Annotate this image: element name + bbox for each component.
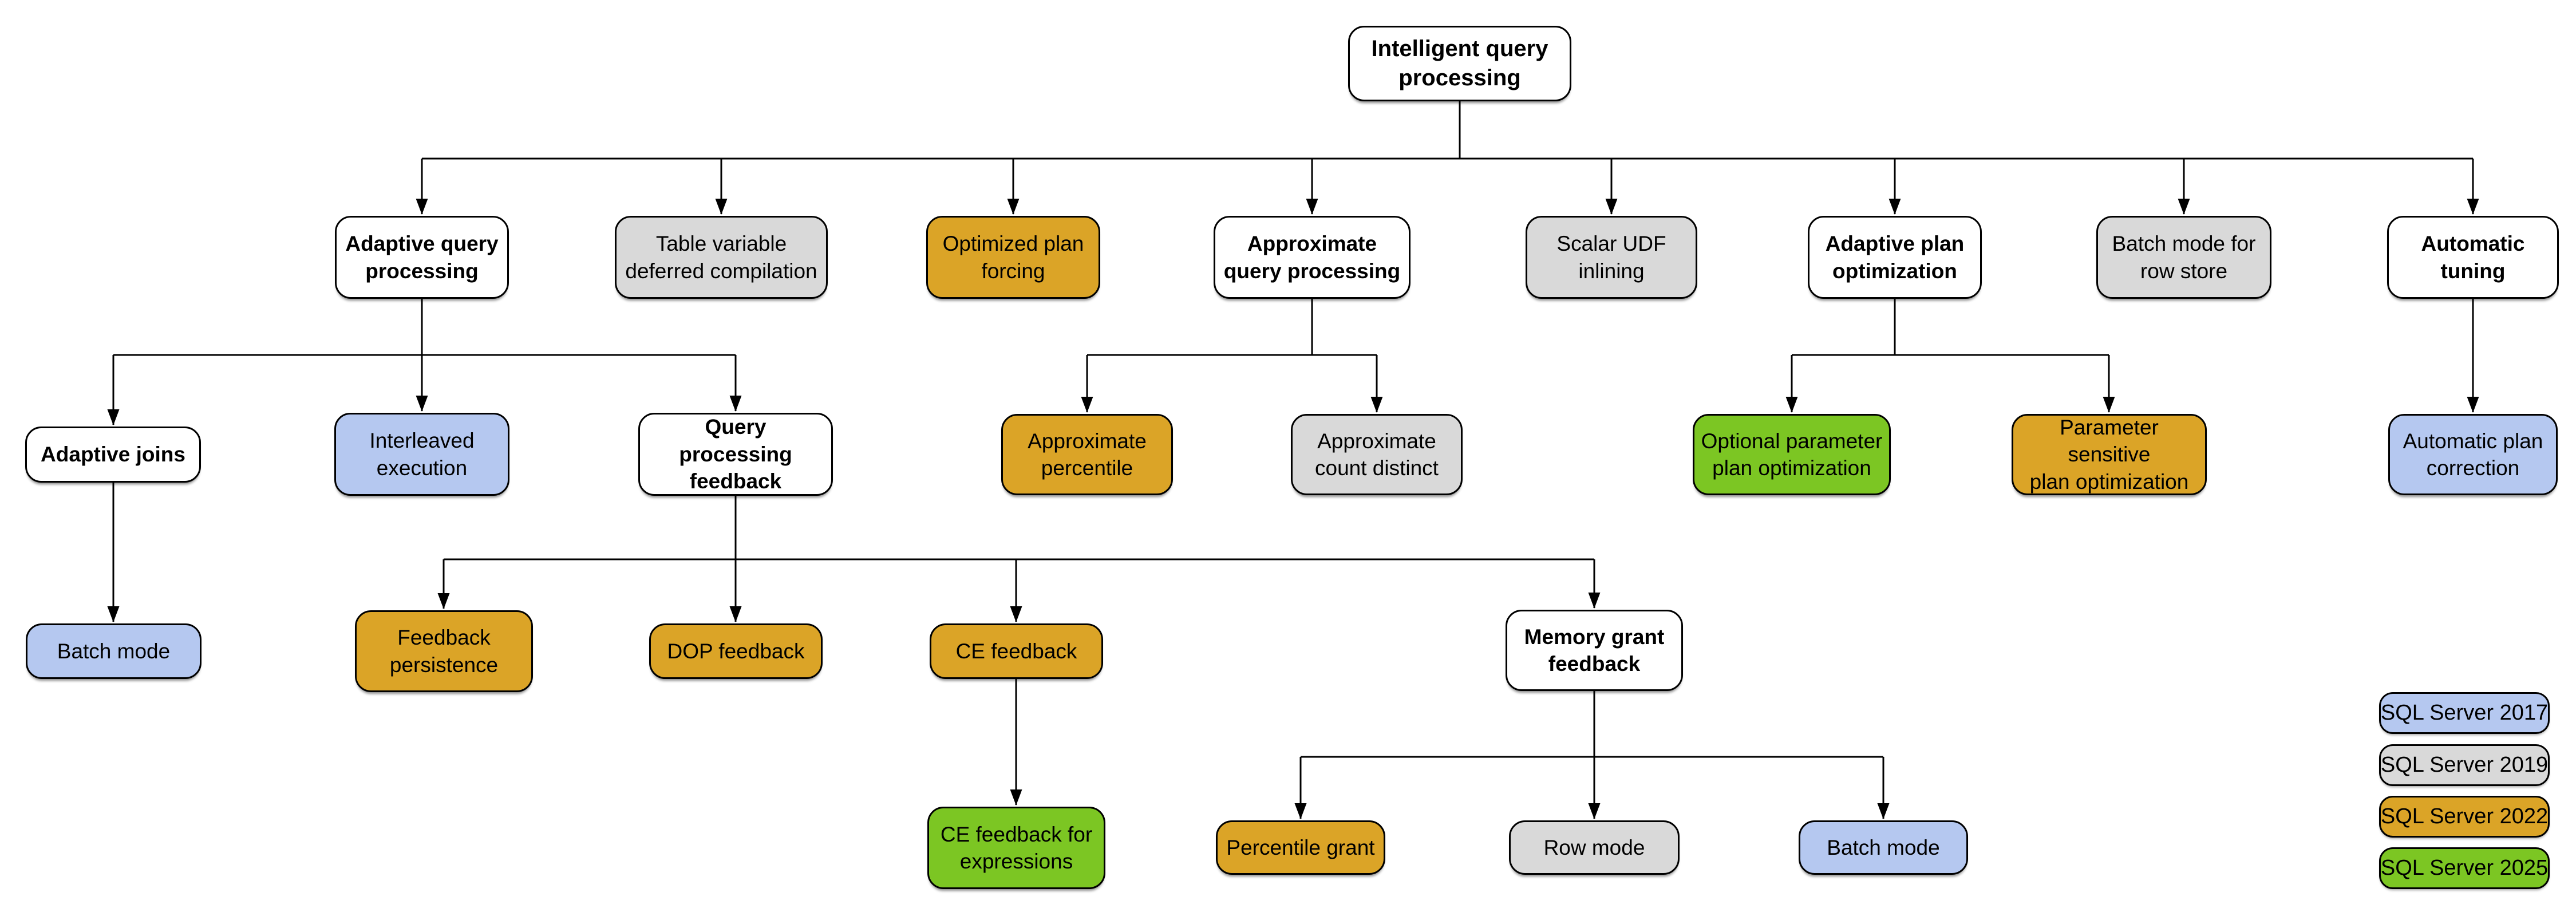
node-row-mode: Row mode <box>1509 820 1680 875</box>
node-parameter-sensitive-plan-optimization: Parameter sensitive plan optimization <box>2012 414 2207 495</box>
node-adaptive-query-processing: Adaptive query processing <box>335 216 509 299</box>
legend-item-sql-server-2017: SQL Server 2017 <box>2379 692 2550 734</box>
node-ce-feedback-for-expressions: CE feedback for expressions <box>927 807 1105 889</box>
node-memory-grant-feedback: Memory grant feedback <box>1506 610 1683 691</box>
node-automatic-tuning: Automatic tuning <box>2387 216 2559 299</box>
node-dop-feedback: DOP feedback <box>649 623 823 679</box>
node-intelligent-query-processing: Intelligent query processing <box>1348 26 1571 101</box>
legend-item-sql-server-2019: SQL Server 2019 <box>2379 744 2550 786</box>
node-batch-mode-adaptive-joins: Batch mode <box>26 623 202 679</box>
node-batch-mode-for-row-store: Batch mode for row store <box>2096 216 2271 299</box>
node-percentile-grant: Percentile grant <box>1216 820 1385 875</box>
legend-item-sql-server-2025: SQL Server 2025 <box>2379 847 2550 889</box>
node-ce-feedback: CE feedback <box>930 623 1103 679</box>
node-approximate-count-distinct: Approximate count distinct <box>1291 414 1463 495</box>
node-feedback-persistence: Feedback persistence <box>355 610 533 692</box>
node-automatic-plan-correction: Automatic plan correction <box>2388 414 2558 495</box>
node-approximate-query-processing: Approximate query processing <box>1214 216 1411 299</box>
node-adaptive-joins: Adaptive joins <box>25 427 201 483</box>
node-approximate-percentile: Approximate percentile <box>1001 414 1173 495</box>
node-optional-parameter-plan-optimization: Optional parameter plan optimization <box>1693 414 1891 495</box>
node-optimized-plan-forcing: Optimized plan forcing <box>926 216 1100 299</box>
node-table-variable-deferred-compilation: Table variable deferred compilation <box>615 216 828 299</box>
node-scalar-udf-inlining: Scalar UDF inlining <box>1526 216 1697 299</box>
node-interleaved-execution: Interleaved execution <box>334 413 509 496</box>
legend-item-sql-server-2022: SQL Server 2022 <box>2379 796 2550 838</box>
node-adaptive-plan-optimization: Adaptive plan optimization <box>1808 216 1982 299</box>
node-query-processing-feedback: Query processing feedback <box>638 413 833 496</box>
node-batch-mode-memory-grant: Batch mode <box>1799 820 1968 875</box>
